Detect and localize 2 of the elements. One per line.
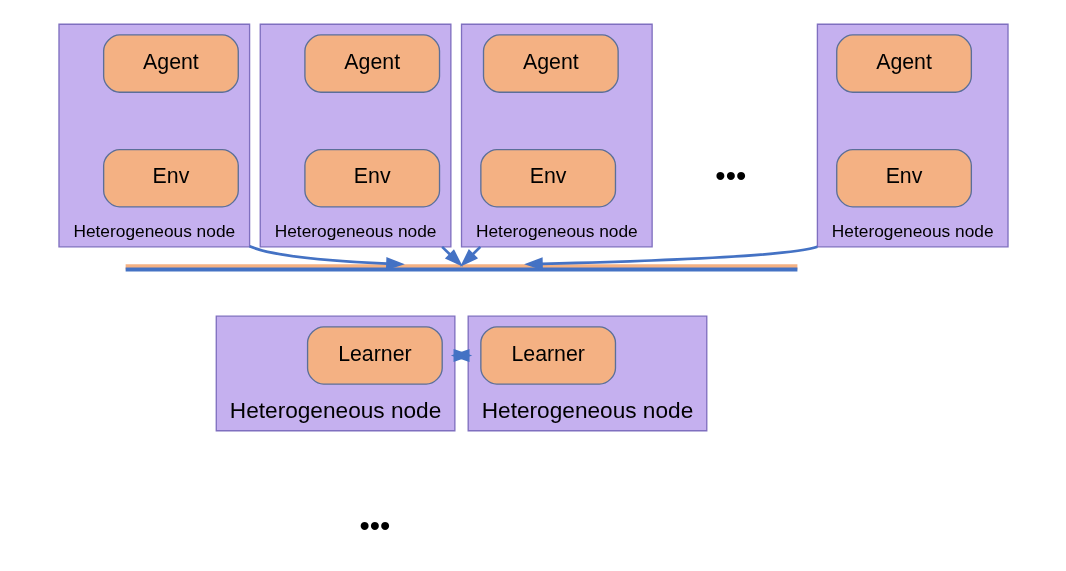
label: ••• <box>358 509 390 543</box>
label: ••• <box>714 158 746 192</box>
